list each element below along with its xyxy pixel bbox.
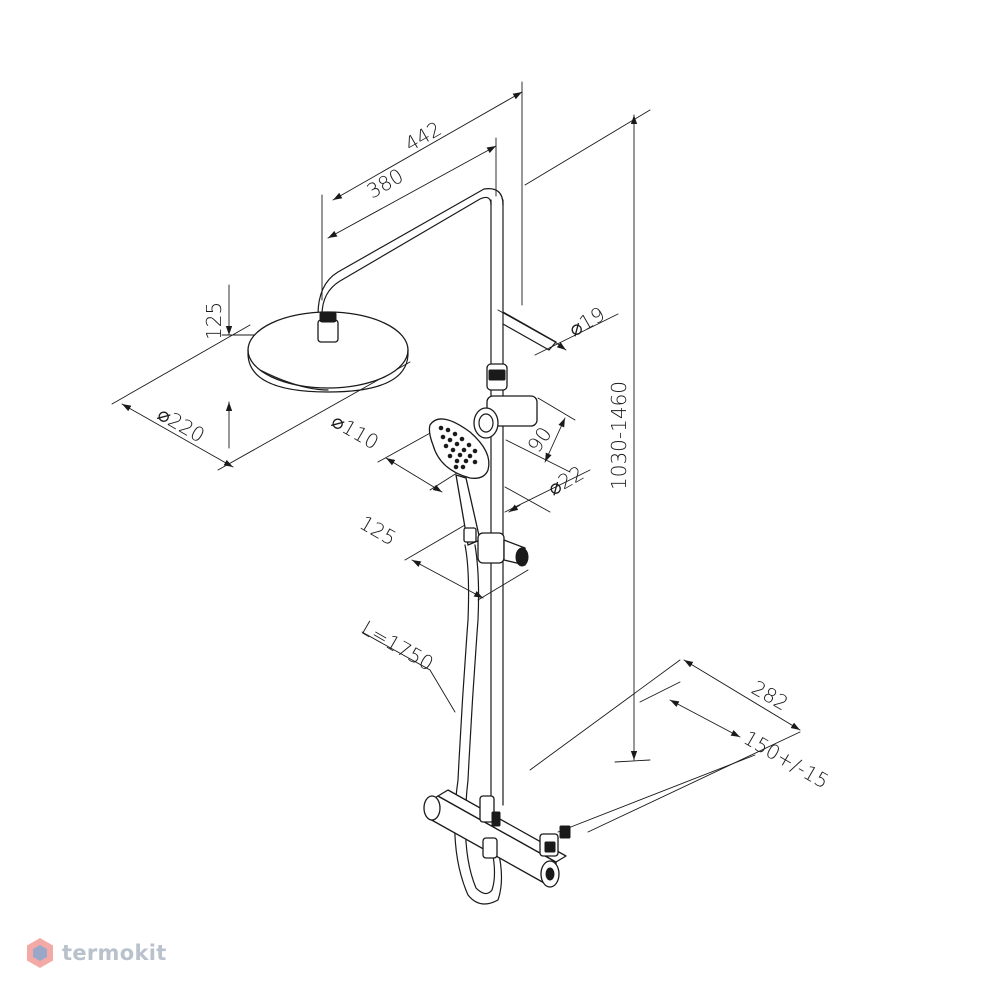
- dim-label-90: 90: [522, 422, 556, 457]
- dimension-pipe-diameter: ⌀19: [497, 302, 619, 356]
- dim-label-150: 150+/-15: [740, 726, 834, 794]
- dim-label-22: ⌀22: [544, 461, 588, 501]
- hand-shower-holder: [473, 395, 538, 439]
- dimension-rail-diameter: ⌀22: [504, 461, 591, 513]
- dim-label-110: ⌀110: [328, 409, 383, 455]
- spray-nozzles: [438, 425, 478, 470]
- dim-label-220: ⌀220: [154, 402, 209, 448]
- dim-label-125-slider: 125: [356, 511, 401, 551]
- thermostatic-mixer: [423, 789, 571, 888]
- shower-arm: [317, 187, 504, 316]
- dim-label-442: 442: [401, 116, 446, 156]
- watermark-brand-text: termokit: [62, 941, 167, 965]
- dim-label-125-head: 125: [202, 302, 226, 340]
- termokit-logo-icon: [27, 938, 53, 968]
- dimension-hose-length: L=1750: [358, 616, 456, 713]
- rail-slider: [463, 527, 529, 567]
- watermark-logo: termokit: [26, 937, 167, 969]
- wall-bracket-top: [502, 311, 557, 351]
- dimension-total-height: 1030-1460: [524, 109, 651, 763]
- riser-rail: [490, 199, 504, 806]
- dim-label-hose: L=1750: [358, 616, 438, 676]
- dim-label-19: ⌀19: [565, 302, 609, 342]
- dimension-inlet-spacing: 150+/-15: [557, 681, 834, 833]
- dim-label-total-height: 1030-1460: [607, 381, 631, 490]
- dim-label-380: 380: [363, 163, 408, 203]
- head-shower: [247, 311, 409, 393]
- dimension-arm-reach: 442: [321, 81, 523, 306]
- rail-coupling: [486, 363, 508, 391]
- dim-label-282: 282: [748, 676, 793, 716]
- hand-shower: [428, 418, 490, 546]
